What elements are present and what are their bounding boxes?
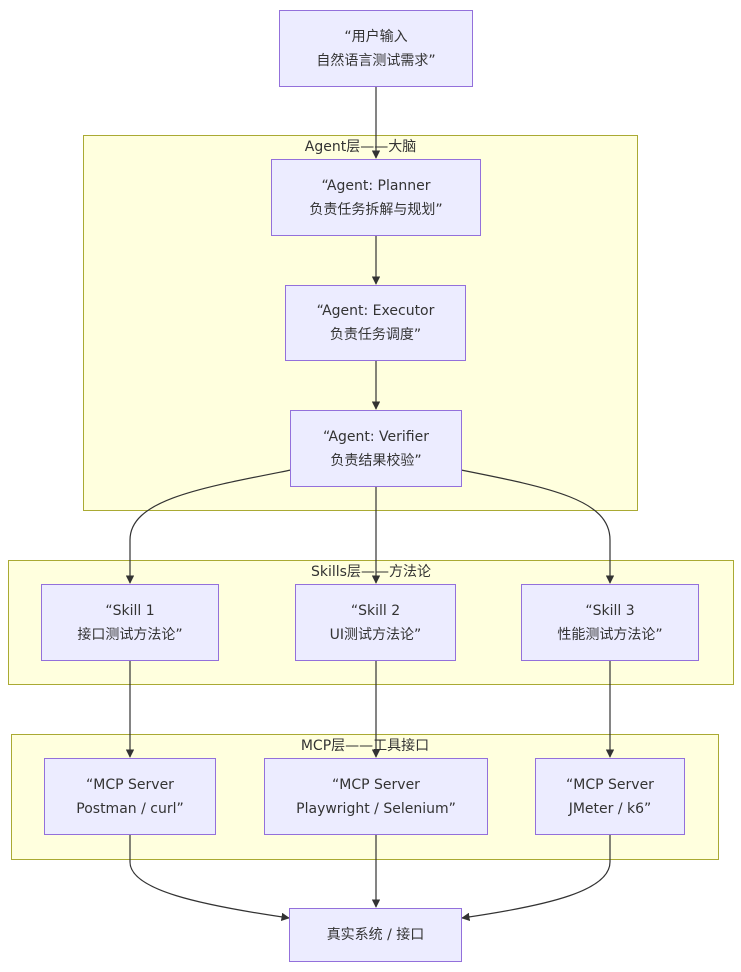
executor-line2: 负责任务调度”: [329, 327, 422, 343]
agent-layer-title: Agent层——大脑: [304, 139, 417, 155]
mcp-layer-title: MCP层——工具接口: [300, 738, 430, 754]
target-system-label: 真实系统 / 接口: [326, 927, 425, 943]
mcp1-line2: Postman / curl”: [76, 800, 184, 817]
skill3-line1: “Skill 3: [585, 602, 635, 619]
verifier-line2: 负责结果校验”: [330, 452, 422, 469]
user-input-line1: “用户输入: [344, 28, 408, 45]
user-input-node: “用户输入 自然语言测试需求”: [279, 10, 473, 87]
skill1-line2: 接口测试方法论”: [77, 626, 183, 643]
mcp3-line1: “MCP Server: [566, 776, 654, 793]
user-input-line2: 自然语言测试需求”: [316, 52, 436, 69]
mcp1-node: “MCP Server Postman / curl”: [44, 758, 216, 835]
mcp2-line1: “MCP Server: [332, 776, 420, 793]
verifier-node: “Agent: Verifier 负责结果校验”: [290, 410, 462, 487]
skill3-node: “Skill 3 性能测试方法论”: [521, 584, 699, 661]
mcp2-line2: Playwright / Selenium”: [296, 800, 456, 817]
skill1-line1: “Skill 1: [105, 602, 155, 619]
skill3-line2: 性能测试方法论”: [557, 626, 663, 643]
executor-node: “Agent: Executor 负责任务调度”: [285, 285, 466, 361]
planner-line1: “Agent: Planner: [321, 177, 431, 194]
skill2-node: “Skill 2 UI测试方法论”: [295, 584, 456, 661]
skill2-line1: “Skill 2: [350, 602, 401, 619]
planner-node: “Agent: Planner 负责任务拆解与规划”: [271, 159, 481, 236]
mcp3-node: “MCP Server JMeter / k6”: [535, 758, 685, 835]
target-system-node: 真实系统 / 接口: [289, 908, 462, 962]
mcp2-node: “MCP Server Playwright / Selenium”: [264, 758, 488, 835]
mcp1-line1: “MCP Server: [86, 776, 174, 793]
verifier-line1: “Agent: Verifier: [323, 428, 429, 445]
skills-layer-title: Skills层——方法论: [311, 564, 431, 580]
executor-line1: “Agent: Executor: [316, 303, 435, 319]
skill1-node: “Skill 1 接口测试方法论”: [41, 584, 219, 661]
skill2-line2: UI测试方法论”: [329, 626, 422, 643]
mcp3-line2: JMeter / k6”: [568, 800, 652, 817]
planner-line2: 负责任务拆解与规划”: [309, 201, 443, 218]
